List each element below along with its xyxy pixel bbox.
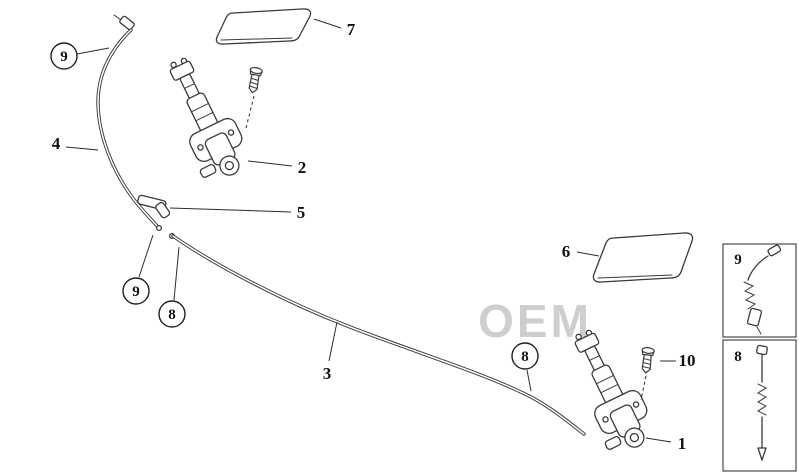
leader-4 [65,146,99,151]
callout-4-label: 4 [52,134,61,153]
inset-9-tip [756,326,762,335]
inset-9-hose-curve [747,255,769,281]
callout-9b-circle [122,277,150,305]
washer-jet-assembly-left [151,48,256,188]
callout-5-label: 5 [297,203,306,222]
callout-9-front-fitting: 9 [50,42,78,70]
callout-9b-label: 9 [132,284,140,300]
hose-front-highlight [97,29,159,228]
leader-6 [576,251,600,257]
inset-8-fitting [756,344,768,356]
cover-cap-left-edge [220,37,293,41]
cover-cap-right-outline [592,232,694,283]
leader-7 [313,18,342,29]
cover-cap-left [215,8,312,45]
leader-9b [138,234,154,278]
callout-7-label: 7 [347,20,356,39]
inset-8-spring [756,383,768,416]
callout-9-hose-end: 9 [122,277,150,305]
callout-6-label: 6 [562,242,571,261]
callout-2-label: 2 [298,158,307,177]
inset-8-tip [757,447,767,461]
hose-rear [168,232,586,436]
inset-top-label: 9 [734,252,742,268]
cover-cap-right-edge [597,274,673,279]
cover-cap-left-outline [215,8,312,45]
callout-10-label: 10 [679,351,696,370]
inset-bottom-label: 8 [734,349,742,365]
leader-1 [645,437,672,443]
callout-3-label: 3 [323,364,332,383]
leader-8a [173,246,180,301]
callout-8-hose-start: 8 [158,300,186,328]
callout-9a-circle [50,42,78,70]
callout-8-hose-rear: 8 [511,342,539,370]
callout-9a-label: 9 [60,49,68,65]
leader-5 [169,207,292,213]
leader-9a [76,47,110,55]
hose-rear-highlight [172,235,585,435]
hose-front-top-fitting [119,15,135,31]
inset-9-connector [746,307,763,327]
inset-box-top: 9 [722,243,797,338]
callout-8b-label: 8 [521,349,529,365]
screw-right-alignment-line [640,375,647,401]
hose-front [96,14,163,232]
screw-left [245,66,264,95]
inset-9-drawing [743,244,782,335]
leader-8b [526,369,532,392]
callout-8a-circle [158,300,186,328]
hose-front-top-stub [113,14,122,21]
inset-9-spring [743,281,757,310]
t-connector-branch [155,201,171,219]
watermark-text: OEM [478,295,592,347]
hose-front-open-end [155,224,163,232]
inset-box-bottom: 8 [722,339,797,472]
t-connector [137,194,171,219]
cover-cap-right [592,232,694,283]
inset-8-drawing [756,344,768,461]
callout-1-label: 1 [678,434,687,453]
screw-left-alignment-line [245,95,255,129]
leader-2 [247,160,293,167]
screw-right [639,346,656,375]
callout-8a-label: 8 [168,307,176,323]
callout-8b-circle [511,342,539,370]
leader-3 [328,321,338,362]
inset-9-fitting [767,244,782,257]
